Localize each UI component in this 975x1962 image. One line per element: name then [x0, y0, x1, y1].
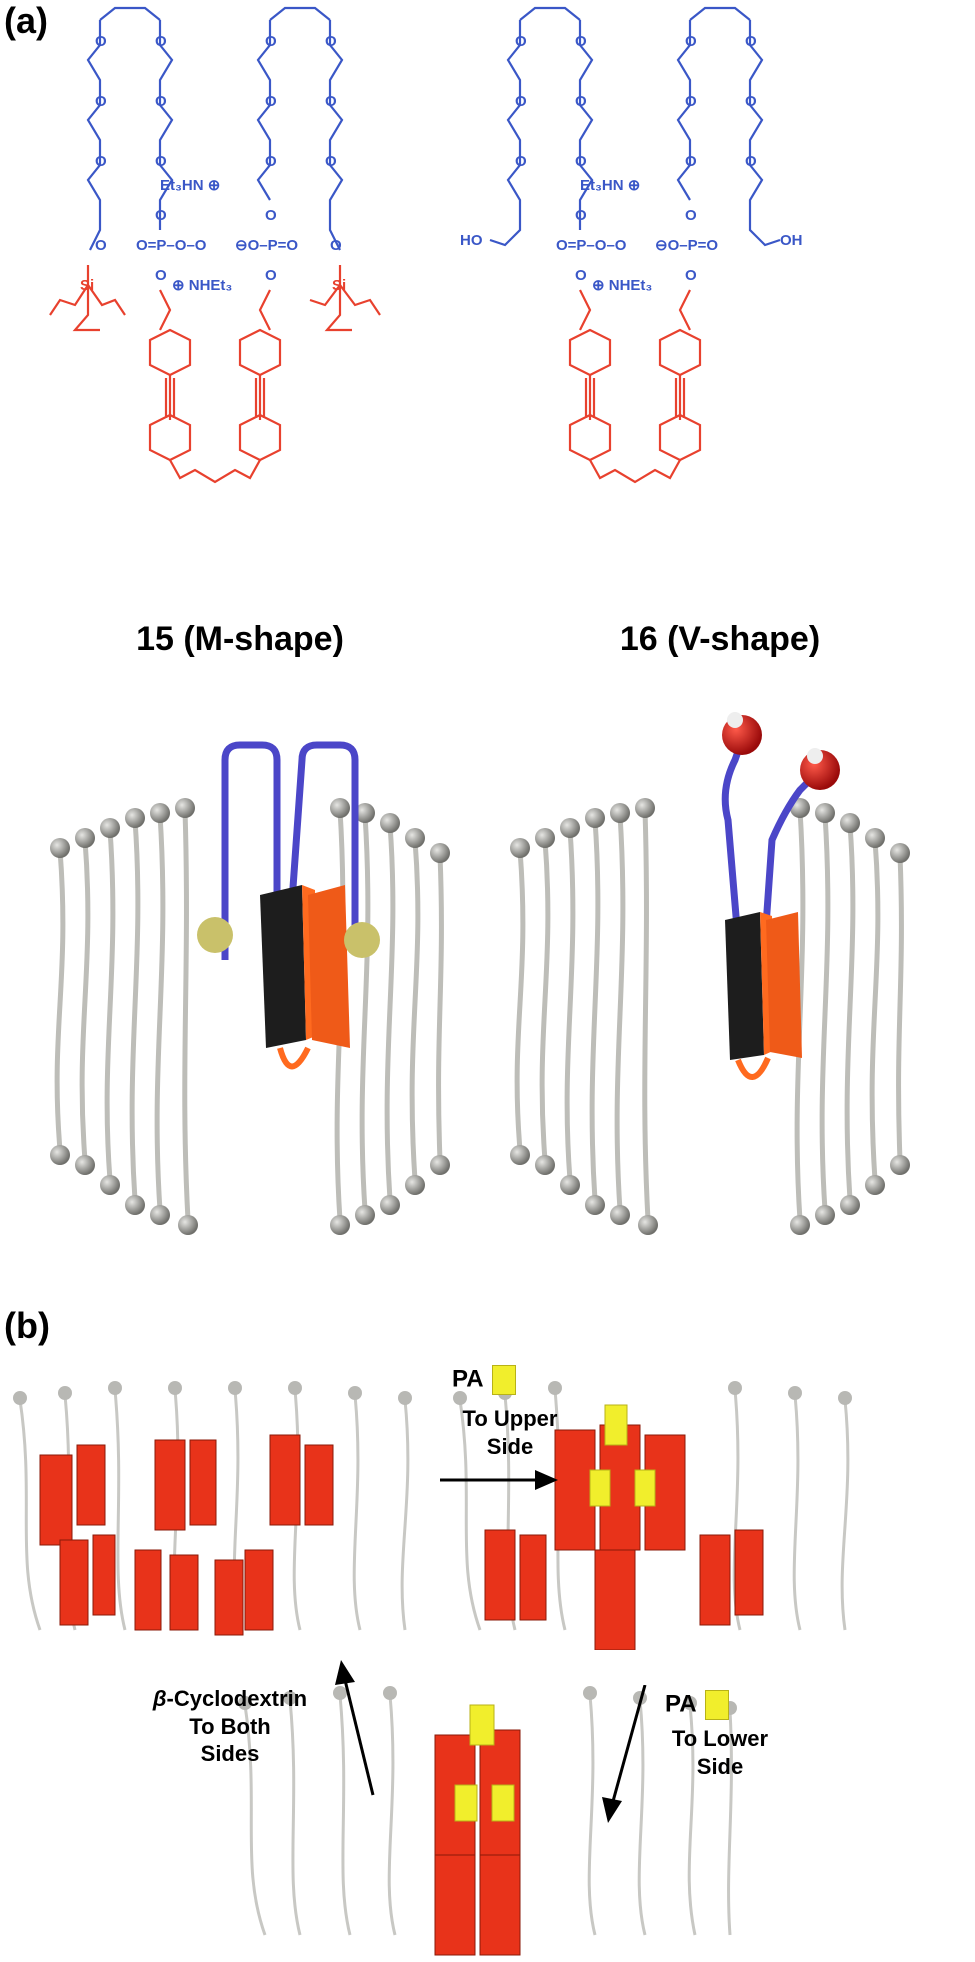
svg-text:O: O	[575, 267, 587, 284]
arrow-right	[602, 1685, 647, 1823]
svg-text:O: O	[95, 33, 107, 50]
svg-text:O: O	[95, 153, 107, 170]
svg-text:O: O	[325, 33, 337, 50]
svg-text:O: O	[745, 33, 757, 50]
svg-text:O: O	[685, 207, 697, 224]
compound-15-structure: O O O O O O O O O O O O O O=P–O–O O O ⊖O–P=O O…	[49, 6, 381, 484]
compound-16-caption: 16 (V-shape)	[619, 620, 821, 658]
svg-text:⊖O–P=O: ⊖O–P=O	[655, 237, 718, 254]
svg-text:O: O	[685, 153, 697, 170]
svg-text:O=P–O–O: O=P–O–O	[556, 237, 627, 254]
svg-text:O: O	[95, 93, 107, 110]
svg-text:O: O	[265, 153, 277, 170]
pa-icon	[704, 1690, 729, 1720]
compound-16-structure: O O O O O O O O O O O O O O=P–O–O O O ⊖O–P=O O…	[460, 6, 803, 484]
svg-text:O: O	[155, 33, 167, 50]
svg-text:O: O	[685, 93, 697, 110]
terminal-oh: OH	[780, 232, 803, 249]
svg-text:O: O	[265, 33, 277, 50]
svg-text:O: O	[575, 153, 587, 170]
svg-text:O: O	[325, 93, 337, 110]
svg-text:O: O	[515, 153, 527, 170]
svg-text:O: O	[265, 93, 277, 110]
svg-text:O=P–O–O: O=P–O–O	[136, 237, 207, 254]
svg-text:O: O	[155, 153, 167, 170]
pa-icon	[491, 1365, 516, 1395]
membrane-15-illustration	[50, 741, 450, 1235]
compound-15-caption: 15 (M-shape)	[136, 620, 344, 658]
svg-text:⊖O–P=O: ⊖O–P=O	[235, 237, 298, 254]
svg-text:O: O	[95, 237, 107, 254]
arrow-left	[335, 1660, 375, 1796]
svg-text:O: O	[745, 93, 757, 110]
svg-text:O: O	[265, 267, 277, 284]
svg-text:O: O	[515, 93, 527, 110]
svg-text:Et₃HN ⊕: Et₃HN ⊕	[160, 177, 220, 194]
membrane-16-illustration	[510, 712, 910, 1235]
svg-text:O: O	[515, 33, 527, 50]
svg-text:Si: Si	[80, 277, 94, 294]
arrow-top-reagent: PA	[452, 1365, 516, 1395]
arrow-top-label: To Upper Side	[462, 1406, 558, 1459]
svg-text:Si: Si	[332, 277, 346, 294]
svg-text:O: O	[330, 237, 342, 254]
svg-text:⊕ NHEt₃: ⊕ NHEt₃	[592, 277, 652, 294]
svg-text:O: O	[685, 33, 697, 50]
arrow-top	[440, 1470, 558, 1490]
svg-text:O: O	[155, 93, 167, 110]
terminal-ho: HO	[460, 232, 483, 249]
svg-text:O: O	[155, 207, 167, 224]
svg-text:Et₃HN ⊕: Et₃HN ⊕	[580, 177, 640, 194]
arrow-left-label: β-Cyclodextrin To Both Sides	[152, 1686, 308, 1766]
svg-text:⊕ NHEt₃: ⊕ NHEt₃	[172, 277, 232, 294]
panel-b-label: (b)	[4, 1305, 50, 1346]
svg-text:O: O	[325, 153, 337, 170]
svg-text:O: O	[745, 153, 757, 170]
arrow-right-reagent: PA	[665, 1690, 729, 1720]
svg-text:O: O	[685, 267, 697, 284]
svg-text:O: O	[575, 207, 587, 224]
svg-text:O: O	[575, 93, 587, 110]
membrane-b-right	[453, 1381, 852, 1650]
svg-text:O: O	[155, 267, 167, 284]
membrane-b-left	[13, 1381, 412, 1636]
svg-text:O: O	[265, 207, 277, 224]
panel-a-label: (a)	[4, 0, 48, 41]
svg-text:O: O	[575, 33, 587, 50]
membrane-b-bottom	[238, 1686, 737, 1956]
arrow-right-label: To Lower Side	[671, 1726, 769, 1779]
